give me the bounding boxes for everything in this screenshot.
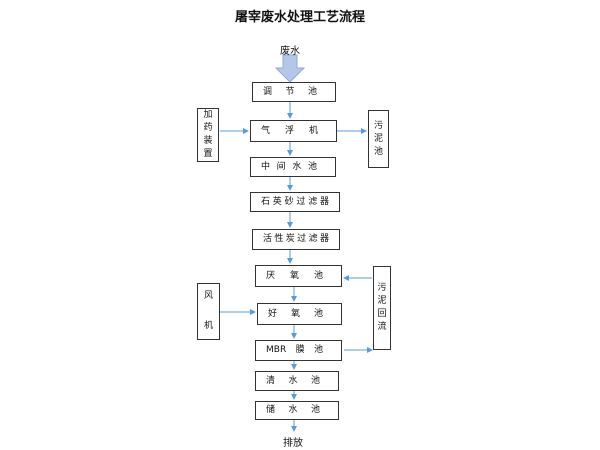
dosing-device: 加药装置 — [197, 108, 219, 162]
air-flotation-machine: 气浮机 — [250, 120, 337, 142]
blower: 风机 — [197, 283, 220, 340]
outlet-label: 排放 — [283, 438, 303, 449]
anaerobic-tank: 厌氧池 — [255, 265, 342, 287]
activated-carbon-filter: 活性炭过滤器 — [252, 229, 340, 250]
aerobic-tank: 好氧池 — [257, 303, 342, 325]
clear-water-tank: 清水池 — [255, 371, 339, 391]
inlet-arrow — [274, 54, 306, 83]
tiaojie-tank: 调节池 — [252, 82, 336, 102]
storage-tank: 储水池 — [255, 401, 339, 420]
sludge-tank: 污泥池 — [368, 110, 389, 168]
quartz-sand-filter: 石英砂过滤器 — [250, 192, 340, 212]
inlet-label: 废水 — [280, 46, 300, 57]
intermediate-tank: 中间水池 — [250, 157, 336, 177]
sludge-return: 污泥回流 — [373, 266, 391, 350]
diagram-title: 屠宰废水处理工艺流程 — [234, 10, 365, 25]
